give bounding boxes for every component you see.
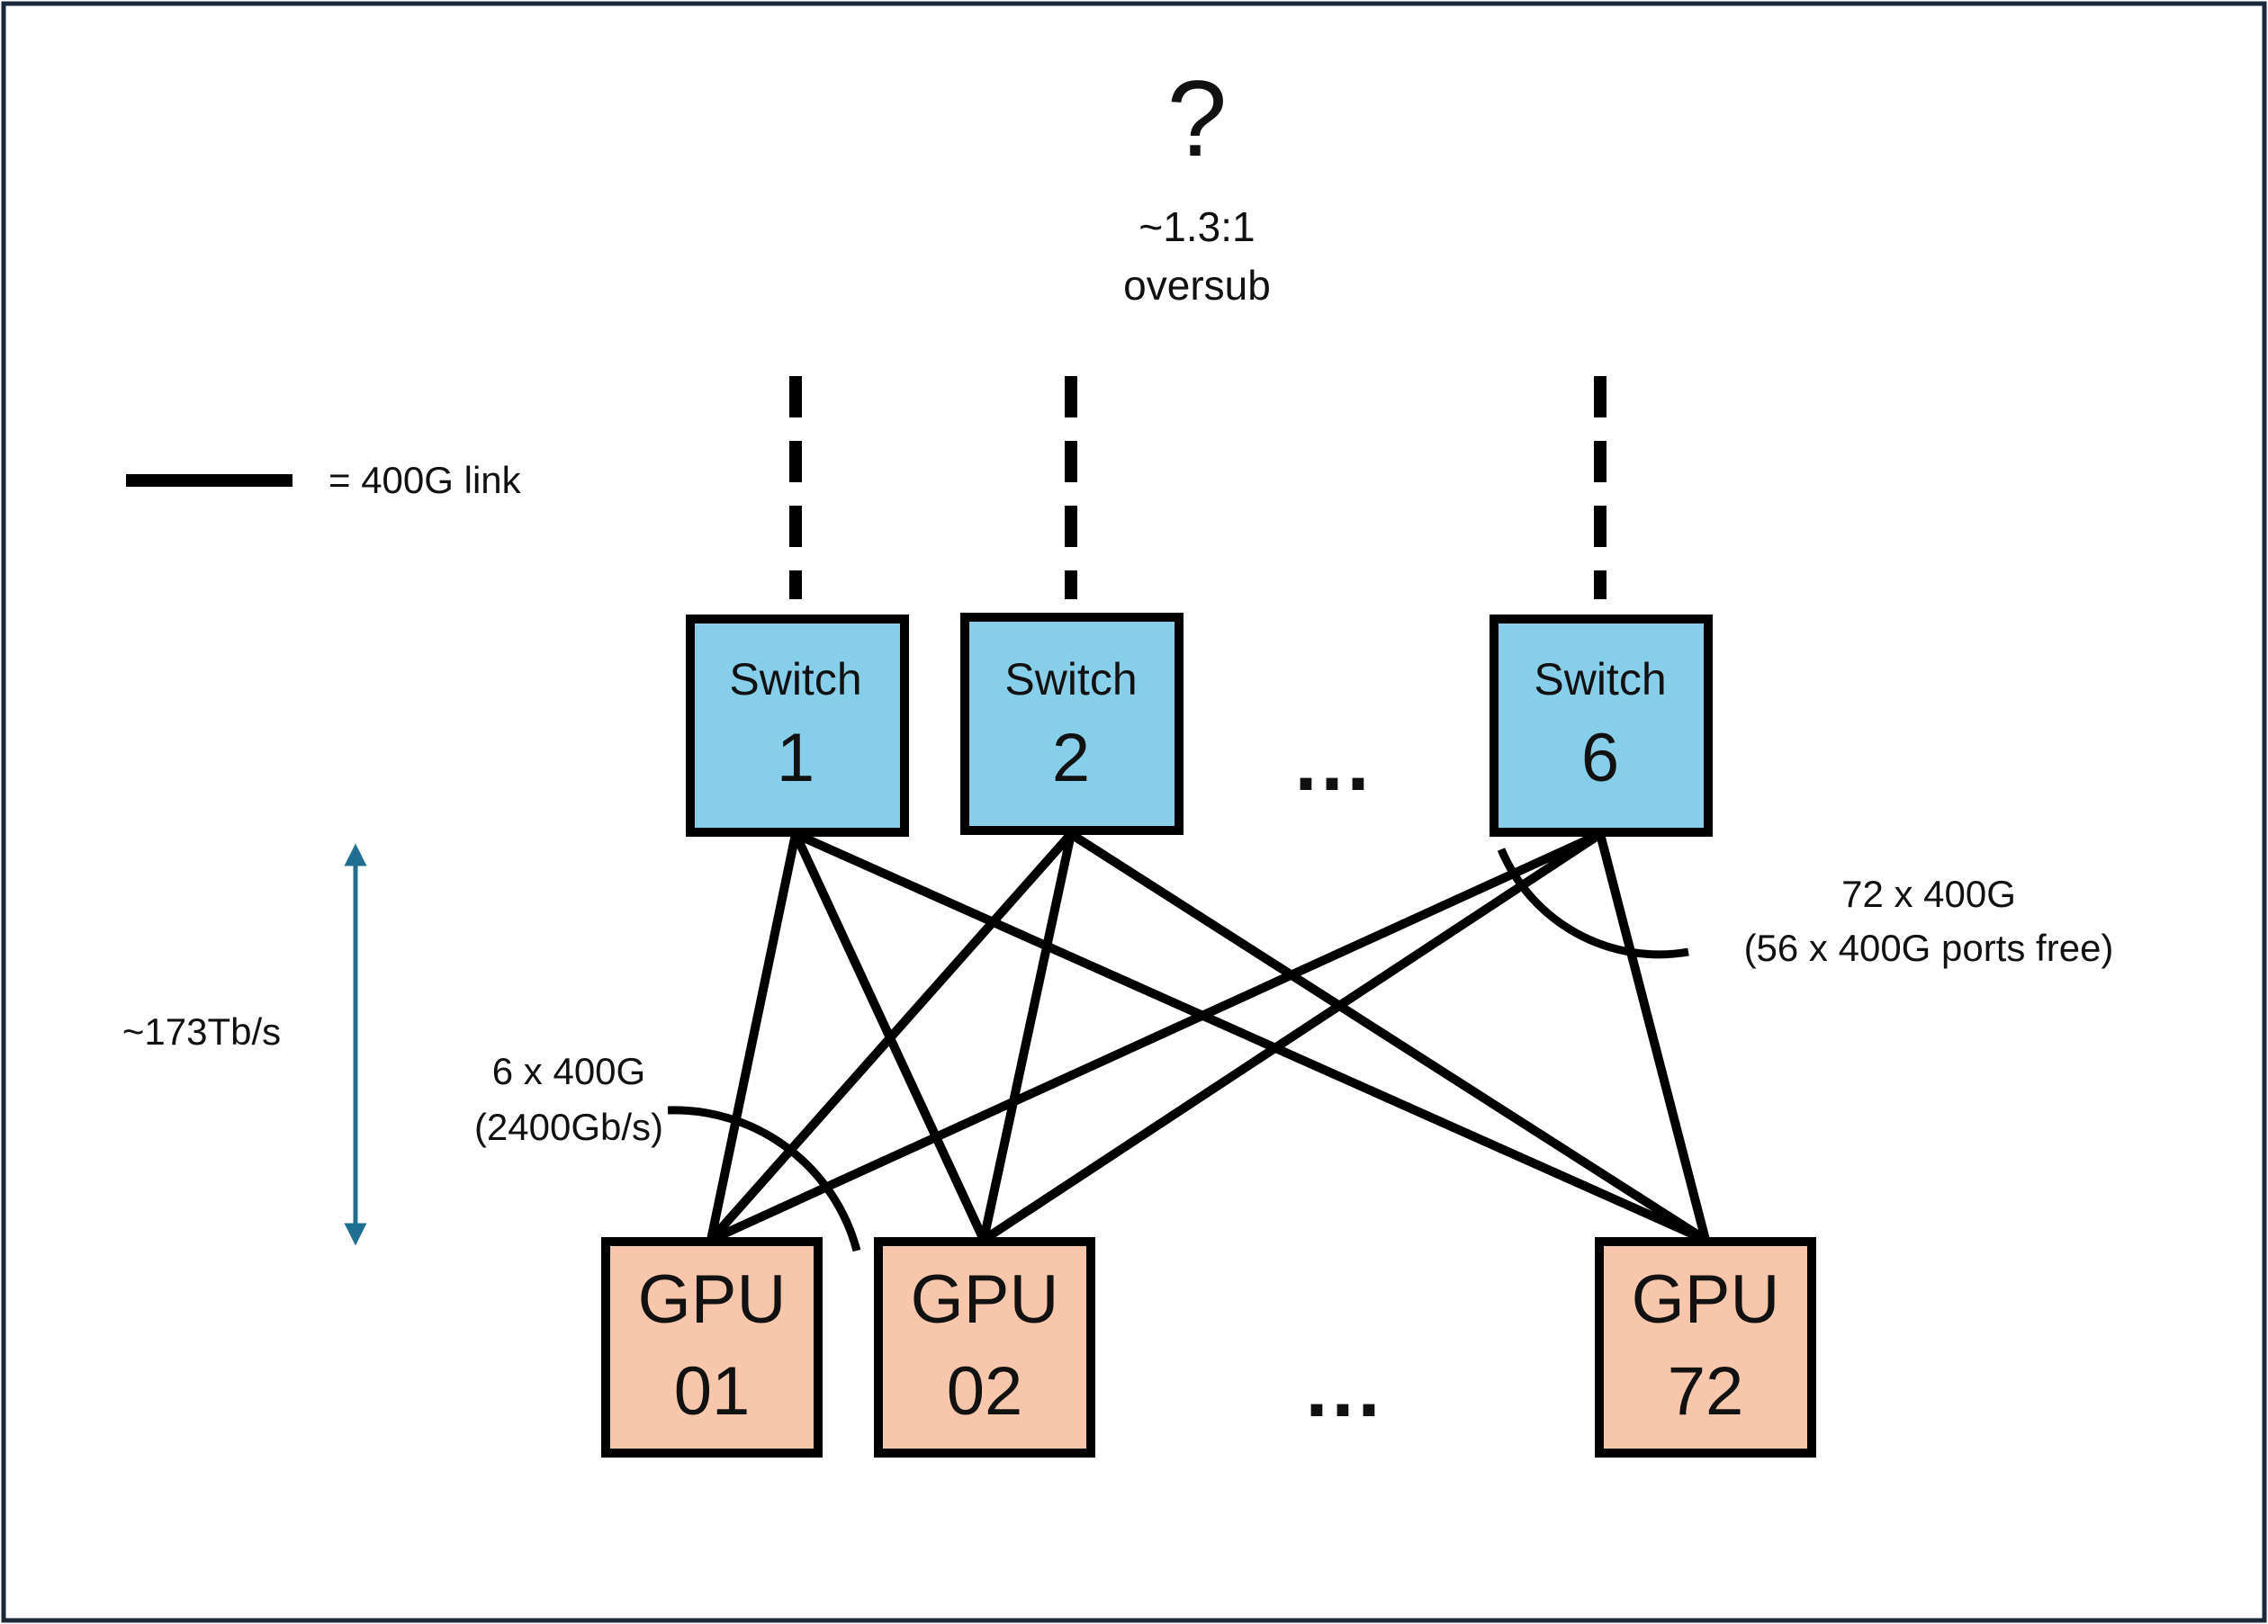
gpu-number: 02 xyxy=(947,1353,1023,1430)
switch-link-count-label: 72 x 400G xyxy=(1841,873,2016,915)
link-switch-6-gpu-02 xyxy=(979,830,1605,1244)
gpu-link-rate-label: (2400Gb/s) xyxy=(474,1106,663,1148)
switch-link-bundle-arc xyxy=(1497,848,1689,959)
switch-title: Switch xyxy=(729,654,861,704)
switch-title: Switch xyxy=(1534,654,1666,704)
switch-1: Switch 1 xyxy=(686,615,909,837)
gpu-ellipsis: ... xyxy=(1305,1344,1383,1434)
link-switch-2-gpu-02 xyxy=(979,830,1076,1244)
link-switch-6-gpu-72 xyxy=(1596,830,1710,1244)
legend-label: = 400G link xyxy=(328,459,522,501)
switch-box xyxy=(686,615,909,837)
gpu-title: GPU xyxy=(638,1261,787,1338)
switch-box xyxy=(960,613,1184,835)
switch-6: Switch 6 xyxy=(1490,615,1713,837)
gpu-01: GPU 01 xyxy=(601,1237,823,1458)
switch-2: Switch 2 xyxy=(960,613,1184,835)
bandwidth-label: ~173Tb/s xyxy=(122,1010,281,1053)
gpu-number: 72 xyxy=(1668,1353,1744,1430)
switch-number: 2 xyxy=(1052,720,1090,796)
link-switch-1-gpu-01 xyxy=(706,830,800,1244)
gpu-title: GPU xyxy=(1632,1261,1780,1338)
switch-number: 1 xyxy=(777,720,814,796)
gpu-72: GPU 72 xyxy=(1595,1237,1816,1458)
link-switch-6-gpu-01 xyxy=(706,830,1605,1244)
link-switch-2-gpu-01 xyxy=(706,830,1076,1244)
switch-number: 6 xyxy=(1581,720,1619,796)
gpu-link-count-label: 6 x 400G xyxy=(492,1050,645,1092)
switch-link-free-label: (56 x 400G ports free) xyxy=(1744,927,2114,969)
uplinks xyxy=(789,376,1606,599)
gpu-02: GPU 02 xyxy=(874,1237,1095,1458)
gpu-box xyxy=(1595,1237,1816,1458)
gpu-box xyxy=(874,1237,1095,1458)
gpu-box xyxy=(601,1237,823,1458)
switch-title: Switch xyxy=(1004,654,1137,704)
links xyxy=(706,830,1710,1244)
switch-ellipsis: ... xyxy=(1294,718,1372,808)
unknown-tier-mark: ? xyxy=(1167,58,1228,179)
oversubscription-ratio: ~1.3:1 xyxy=(1138,203,1255,250)
gpu-title: GPU xyxy=(911,1261,1059,1338)
link-switch-1-gpu-72 xyxy=(791,830,1710,1244)
gpu-link-bundle-arc xyxy=(667,1106,861,1252)
oversubscription-label: oversub xyxy=(1123,262,1271,309)
link-switch-2-gpu-72 xyxy=(1066,830,1710,1244)
gpu-number: 01 xyxy=(674,1353,751,1430)
switch-box xyxy=(1490,615,1713,837)
